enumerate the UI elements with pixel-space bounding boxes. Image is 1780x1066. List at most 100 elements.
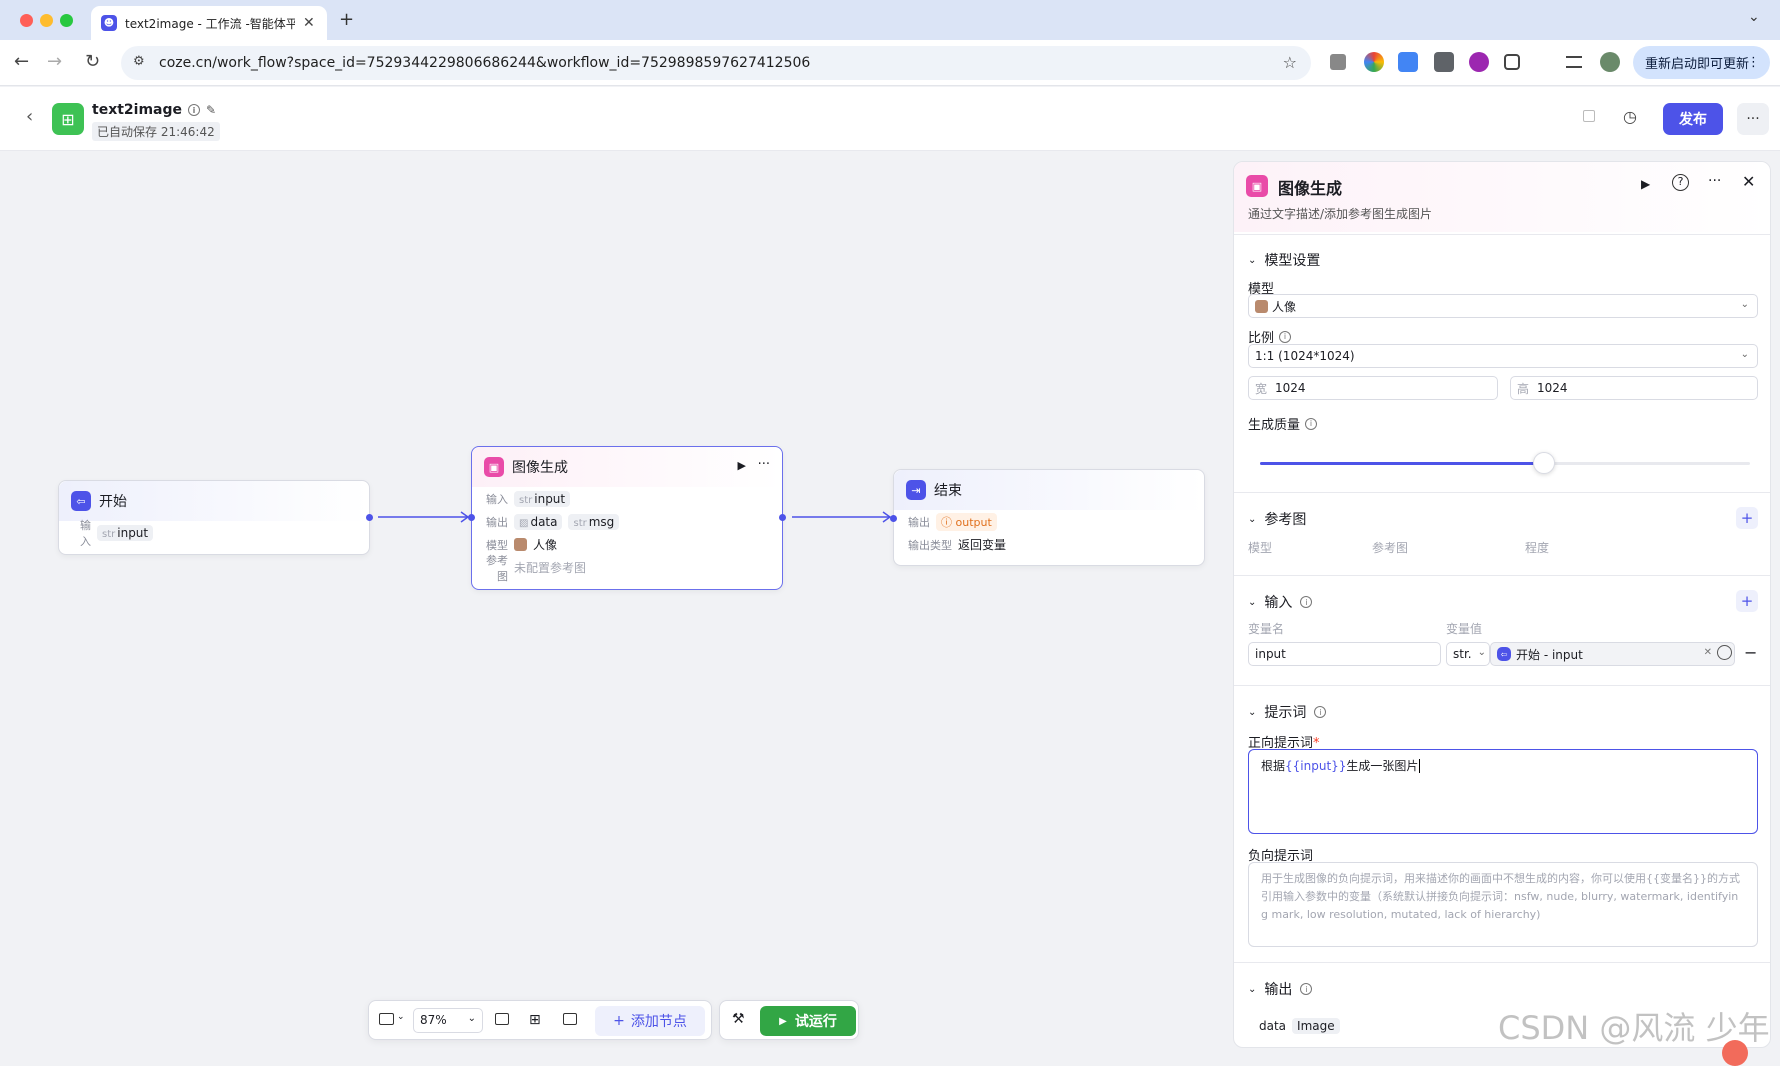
image-output-port[interactable]: [779, 514, 786, 521]
panel-close-icon[interactable]: ✕: [1742, 172, 1756, 191]
output-name: data: [1259, 1019, 1287, 1033]
negative-prompt-label: 负向提示词: [1248, 849, 1314, 864]
run-node-icon[interactable]: ▶: [737, 459, 746, 472]
add-node-button[interactable]: +添加节点: [595, 1006, 705, 1036]
variable-type-select[interactable]: str.⌄: [1446, 642, 1490, 666]
zoom-select[interactable]: 87%⌄: [413, 1008, 483, 1033]
bookmark-star-icon[interactable]: ☆: [1282, 53, 1297, 72]
model-settings-section[interactable]: ⌄模型设置: [1248, 250, 1320, 270]
info-icon[interactable]: i: [1305, 417, 1318, 430]
add-node-label: 添加节点: [630, 1014, 687, 1030]
tab-title: text2image - 工作流 -智能体平: [125, 16, 295, 31]
chevron-down-icon: ⌄: [467, 1013, 476, 1024]
remove-input-button[interactable]: −: [1744, 643, 1758, 662]
image-input-port[interactable]: [468, 514, 475, 521]
variable-picker-icon[interactable]: [1717, 645, 1732, 660]
quality-slider-thumb[interactable]: [1533, 452, 1556, 474]
start-output-port[interactable]: [366, 514, 373, 521]
panel-more-icon[interactable]: ···: [1708, 173, 1722, 189]
site-info-icon[interactable]: ⚙: [133, 54, 145, 69]
variable-reference-select[interactable]: ⇦ 开始 - input ✕: [1490, 642, 1735, 666]
extension-purple-icon[interactable]: [1469, 52, 1489, 72]
chevron-down-icon[interactable]: ⌄: [397, 1012, 405, 1022]
quality-slider[interactable]: [1260, 452, 1750, 474]
reload-icon[interactable]: ↻: [85, 51, 101, 72]
debug-tool-icon[interactable]: ⚒: [732, 1011, 745, 1027]
minimize-window-button[interactable]: [40, 14, 53, 27]
interaction-mode-icon[interactable]: [379, 1013, 394, 1025]
required-asterisk: *: [1313, 736, 1320, 751]
translate-icon[interactable]: [1398, 52, 1418, 72]
history-icon[interactable]: ◷: [1623, 107, 1637, 126]
update-button[interactable]: 重新启动即可更新⋮: [1633, 46, 1770, 79]
add-reference-button[interactable]: +: [1736, 507, 1758, 529]
maximize-window-button[interactable]: [60, 14, 73, 27]
end-node[interactable]: ⇥ 结束 输出 ⓘ output 输出类型 返回变量: [890, 469, 1205, 566]
close-window-button[interactable]: [20, 14, 33, 27]
clear-icon[interactable]: ✕: [1703, 647, 1712, 658]
info-icon[interactable]: i: [1300, 596, 1313, 608]
width-value: 1024: [1275, 381, 1306, 395]
copy-icon[interactable]: [1583, 110, 1595, 122]
tab-list-chevron-icon[interactable]: ⌄: [1748, 9, 1760, 25]
avatar[interactable]: [1722, 1040, 1748, 1066]
extension-chrome-icon[interactable]: [1364, 52, 1384, 72]
add-input-button[interactable]: +: [1736, 590, 1758, 612]
extension-v-icon[interactable]: [1330, 54, 1346, 70]
chevron-down-icon: ⌄: [1740, 349, 1749, 360]
panel-run-icon[interactable]: ▶: [1641, 177, 1651, 191]
screenshot-icon[interactable]: [1434, 52, 1454, 72]
publish-button[interactable]: 发布: [1663, 103, 1723, 135]
end-node-icon: ⇥: [906, 480, 926, 500]
positive-prompt-editor[interactable]: 根据{{input}}生成一张图片: [1248, 749, 1758, 834]
variable-name-input[interactable]: input: [1248, 642, 1441, 666]
forward-icon[interactable]: →: [47, 51, 63, 72]
type-str: str: [519, 494, 533, 506]
edit-icon[interactable]: ✎: [206, 103, 217, 117]
close-tab-icon[interactable]: ✕: [303, 15, 315, 31]
help-icon[interactable]: ?: [1672, 174, 1689, 191]
height-label: 高: [1517, 381, 1530, 396]
end-input-port[interactable]: [890, 515, 897, 522]
image-ref-value: 未配置参考图: [514, 561, 587, 575]
var-ref-value: 开始 - input: [1516, 647, 1583, 662]
start-node-icon: ⇦: [1497, 647, 1511, 661]
extensions-puzzle-icon[interactable]: [1504, 54, 1520, 70]
info-icon[interactable]: i: [1279, 330, 1292, 343]
output-type-tag: Image: [1292, 1018, 1340, 1034]
browser-tab[interactable]: ☻ text2image - 工作流 -智能体平 ✕: [91, 6, 327, 40]
node-more-icon[interactable]: ···: [757, 457, 770, 472]
collapse-chevron-icon: ⌄: [1248, 596, 1257, 608]
new-tab-icon[interactable]: +: [339, 9, 355, 30]
address-bar[interactable]: ⚙ coze.cn/work_flow?space_id=75293442298…: [121, 46, 1311, 80]
prompt-prefix: 根据: [1261, 759, 1286, 773]
media-queue-icon[interactable]: [1566, 56, 1582, 68]
info-icon[interactable]: i: [188, 104, 201, 116]
reference-section[interactable]: ⌄参考图: [1248, 509, 1306, 529]
ref-col-model: 模型: [1248, 541, 1273, 555]
comment-icon[interactable]: [495, 1013, 509, 1025]
ratio-select[interactable]: 1:1 (1024*1024)⌄: [1248, 344, 1758, 368]
profile-avatar-icon[interactable]: [1600, 52, 1620, 72]
more-menu-button[interactable]: ···: [1737, 103, 1769, 135]
info-icon[interactable]: i: [1314, 706, 1327, 718]
info-icon[interactable]: i: [1300, 983, 1313, 995]
back-icon[interactable]: ←: [14, 51, 30, 72]
csdn-watermark: CSDN @风流 少年: [1498, 1009, 1770, 1047]
prompt-variable: {{input}}: [1285, 759, 1347, 773]
minimap-icon[interactable]: [563, 1013, 577, 1025]
back-arrow-icon[interactable]: ‹: [26, 106, 34, 127]
workflow-header: ‹ ⊞ text2image i ✎ 已自动保存 21:46:42 ◷ 发布 ·…: [0, 87, 1780, 151]
model-select[interactable]: 人像⌄: [1248, 294, 1758, 318]
image-gen-icon: ▣: [484, 457, 504, 477]
layout-grid-icon[interactable]: ⊞: [529, 1012, 541, 1028]
negative-prompt-editor[interactable]: 用于生成图像的负向提示词，用来描述你的画面中不想生成的内容，你可以使用{{变量名…: [1248, 862, 1758, 947]
test-run-button[interactable]: ▶试运行: [760, 1006, 856, 1036]
